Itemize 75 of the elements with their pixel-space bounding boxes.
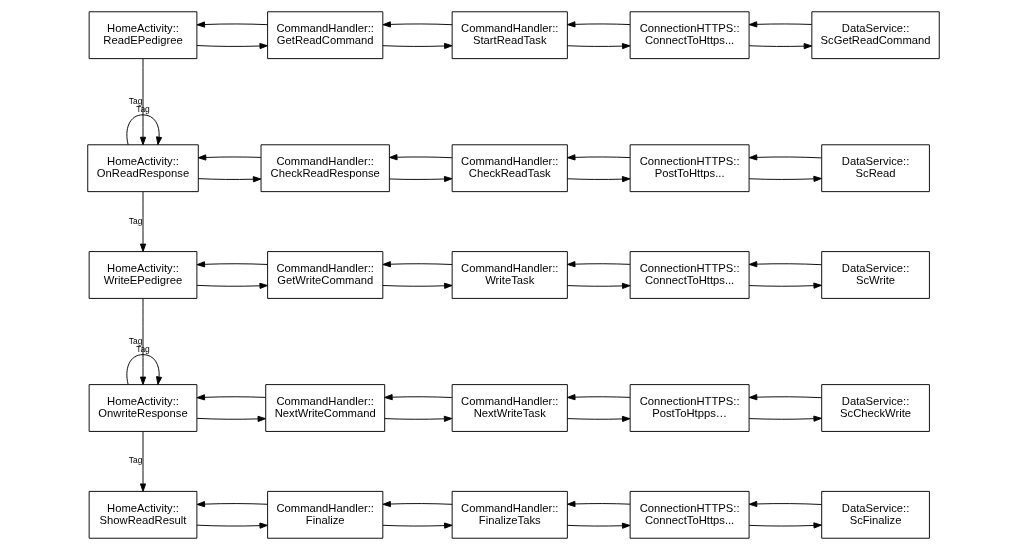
arrow: [125, 114, 162, 146]
node-box: DataService:: ScFinalize: [820, 490, 930, 539]
node-box: CommandHandler:: GetReadCommand: [266, 11, 383, 60]
arrow: [566, 21, 630, 28]
arrow: [748, 415, 822, 422]
node-box: ConnectionHTTPS:: ConnectToHttps...: [629, 251, 750, 299]
arrow: [748, 500, 822, 508]
node-box: CommandHandler:: Finalize: [266, 490, 383, 539]
node-box: HomeActivity:: OnwriteResponse: [88, 384, 197, 432]
arrow: [748, 522, 822, 529]
edge-label: Tag: [128, 335, 142, 346]
arrow: [566, 261, 630, 268]
node-box: DataService:: ScGetReadCommand: [810, 11, 940, 60]
arrow: [139, 431, 146, 492]
arrow: [748, 21, 812, 28]
arrow: [197, 176, 261, 183]
node-box: HomeActivity:: ShowReadResult: [88, 490, 197, 539]
node-box: CommandHandler:: StartReadTask: [451, 11, 568, 60]
arrow: [139, 191, 146, 253]
node-box: DataService:: ScRead: [820, 144, 930, 193]
arrow: [196, 282, 268, 289]
node-box: CommandHandler:: WriteTask: [451, 251, 568, 299]
arrow: [196, 501, 268, 508]
arrow: [566, 154, 630, 161]
arrow: [388, 154, 452, 161]
node-box: CommandHandler:: CheckReadResponse: [260, 144, 390, 193]
arrow: [748, 261, 822, 268]
arrow: [748, 175, 822, 182]
arrow: [748, 394, 822, 401]
node-box: HomeActivity:: OnReadResponse: [86, 144, 199, 193]
arrow: [748, 43, 812, 50]
edge-label: Tag: [128, 215, 142, 226]
arrow: [566, 43, 630, 50]
arrow: [566, 176, 630, 183]
arrow: [748, 282, 822, 289]
arrow: [139, 58, 146, 146]
node-box: ConnectionHTTPS:: ConnectToHttps...: [629, 490, 750, 539]
arrow: [196, 522, 268, 529]
arrow: [566, 415, 630, 423]
arrow: [566, 394, 630, 401]
arrow: [566, 522, 630, 529]
node-box: HomeActivity:: WriteEPedigree: [88, 251, 197, 299]
arrow: [196, 394, 266, 401]
node-box: CommandHandler:: CheckReadTask: [451, 144, 568, 193]
node-box: CommandHandler:: FinalizeTaks: [451, 490, 568, 539]
arrow: [381, 282, 453, 289]
arrow: [197, 154, 261, 161]
arrow: [125, 354, 162, 385]
arrow: [381, 21, 453, 28]
arrow: [196, 261, 268, 268]
arrow: [381, 42, 453, 50]
arrow: [196, 42, 268, 50]
edge-label: Tag: [128, 455, 142, 466]
arrow: [196, 21, 268, 28]
node-box: ConnectionHTTPS:: PostToHtpps…: [629, 384, 750, 432]
arrow: [566, 282, 630, 289]
node-box: CommandHandler:: NextWriteTask: [451, 384, 568, 432]
arrow: [139, 298, 146, 385]
node-box: HomeActivity:: ReadEPedigree: [88, 11, 197, 60]
arrow: [381, 522, 453, 529]
arrow: [383, 394, 452, 401]
node-box: ConnectionHTTPS:: PostToHttps...: [629, 144, 750, 193]
arrow: [196, 415, 266, 422]
arrow: [566, 500, 630, 508]
arrow: [748, 154, 822, 161]
node-box: DataService:: ScWrite: [820, 251, 930, 299]
arrow: [388, 175, 452, 183]
node-box: CommandHandler:: GetWriteCommand: [266, 251, 383, 299]
arrow: [381, 500, 453, 508]
node-box: ConnectionHTTPS:: ConnectToHttps...: [629, 11, 750, 60]
edge-label: Tag: [128, 95, 142, 106]
arrow: [381, 261, 453, 268]
node-box: CommandHandler:: NextWriteCommand: [264, 384, 385, 432]
node-box: DataService:: ScCheckWrite: [820, 384, 930, 432]
arrow: [383, 415, 452, 422]
